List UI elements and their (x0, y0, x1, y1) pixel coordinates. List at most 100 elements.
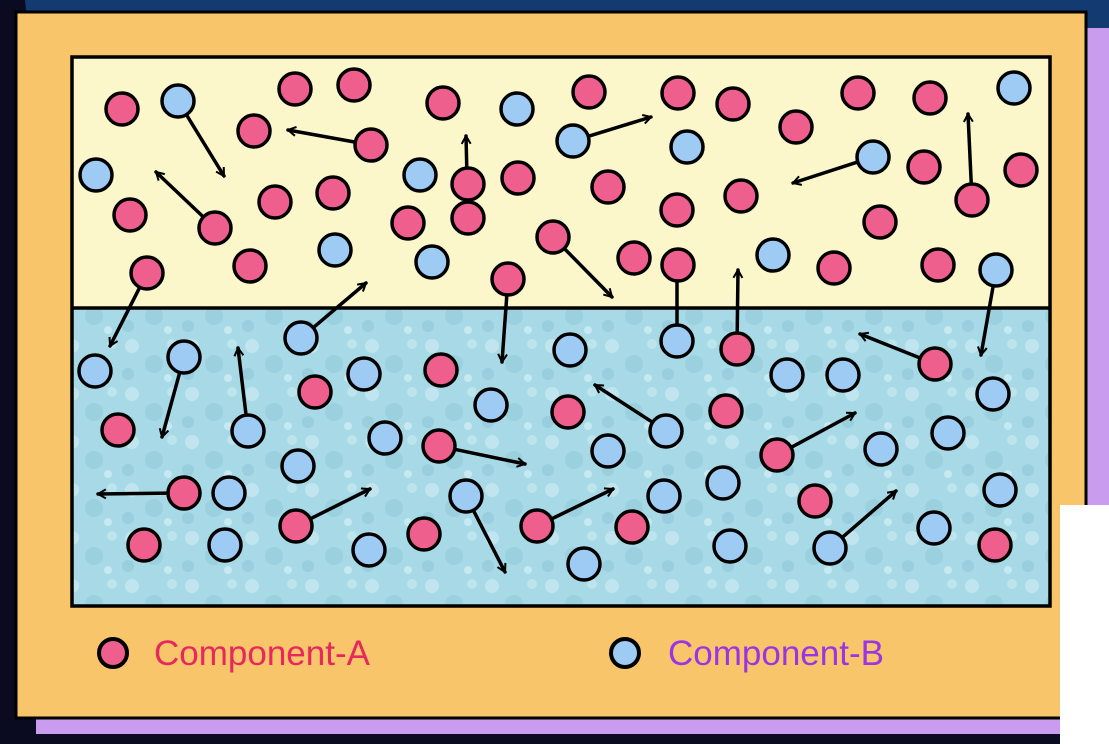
molecule-component-a (278, 508, 314, 544)
molecule-component-b (659, 323, 695, 359)
molecule-component-b (712, 528, 748, 564)
molecule-component-a (616, 240, 652, 276)
molecule-component-b (769, 357, 805, 393)
motion-arrow (96, 488, 170, 500)
molecule-component-a (232, 248, 268, 284)
molecule-component-a (1003, 152, 1039, 188)
molecule-component-a (906, 149, 942, 185)
motion-arrow (791, 160, 860, 186)
molecule-component-a (297, 374, 333, 410)
molecule-component-b (978, 252, 1014, 288)
motion-arrow (233, 346, 248, 417)
molecule-component-a (104, 91, 140, 127)
upper-phase-region (72, 57, 1050, 308)
molecule-component-a (660, 247, 696, 283)
molecule-component-a (719, 331, 755, 367)
motion-arrow (497, 293, 509, 364)
molecule-component-b (590, 433, 626, 469)
molecule-component-b (705, 465, 741, 501)
motion-arrow (108, 285, 142, 348)
molecule-component-a (257, 184, 293, 220)
molecule-component-a (129, 255, 165, 291)
molecule-component-b (982, 472, 1018, 508)
molecule-component-b (367, 420, 403, 456)
molecule-component-a (421, 428, 457, 464)
molecule-component-b (211, 475, 247, 511)
molecule-component-a (912, 80, 948, 116)
molecule-component-b (648, 413, 684, 449)
molecule-component-b (280, 448, 316, 484)
molecule-component-b (473, 387, 509, 423)
molecule-component-a (236, 113, 272, 149)
motion-arrow (789, 411, 857, 450)
molecule-component-a (708, 393, 744, 429)
molecule-component-a (406, 516, 442, 552)
molecule-component-b (230, 413, 266, 449)
molecule-component-a (797, 483, 833, 519)
molecule-component-b (996, 70, 1032, 106)
legend-marker-component-b (609, 637, 641, 669)
motion-arrow (962, 112, 974, 186)
molecule-component-a (112, 197, 148, 233)
motion-arrow (311, 281, 368, 330)
molecule-component-a (519, 508, 555, 544)
legend-label-component-b: Component-B (668, 634, 884, 673)
molecule-component-b (916, 510, 952, 546)
motion-arrow (452, 447, 527, 468)
molecule-component-b (351, 532, 387, 568)
molecule-component-a (197, 210, 233, 246)
motion-arrow (858, 331, 922, 360)
motion-arrow (732, 268, 744, 335)
motion-arrow (286, 126, 358, 144)
molecule-component-a (423, 352, 459, 388)
molecule-component-b (207, 527, 243, 563)
molecule-component-b (555, 123, 591, 159)
molecule-component-b (414, 244, 450, 280)
molecule-component-b (448, 478, 484, 514)
molecule-component-a (490, 261, 526, 297)
molecule-component-b (825, 357, 861, 393)
molecule-component-b (812, 530, 848, 566)
motion-arrow (158, 370, 182, 439)
molecule-component-a (571, 74, 607, 110)
molecule-component-a (759, 437, 795, 473)
motion-arrow (154, 170, 206, 219)
molecule-component-a (500, 160, 536, 196)
molecule-component-a (450, 166, 486, 202)
molecule-component-b (166, 339, 202, 375)
molecule-component-b (402, 157, 438, 193)
molecule-component-a (390, 205, 426, 241)
legend-label-component-a: Component-A (154, 634, 371, 673)
molecule-component-a (126, 527, 162, 563)
motion-arrow (562, 246, 614, 299)
molecule-component-a (336, 67, 372, 103)
molecule-component-a (840, 75, 876, 111)
molecule-component-a (166, 475, 202, 511)
molecule-component-b (77, 353, 113, 389)
molecule-component-b (566, 546, 602, 582)
molecules-layer (77, 67, 1039, 582)
molecule-component-b (930, 415, 966, 451)
molecule-component-a (550, 394, 586, 430)
molecule-component-a (917, 346, 953, 382)
molecule-component-a (778, 109, 814, 145)
molecule-component-a (659, 192, 695, 228)
molecule-component-a (715, 86, 751, 122)
arrows-layer (96, 112, 995, 574)
molecule-component-b (160, 83, 196, 119)
motion-arrow (184, 112, 226, 178)
molecule-component-b (552, 332, 588, 368)
corner-notch (1060, 505, 1109, 744)
legend-marker-component-a (97, 637, 129, 669)
molecule-component-b (646, 478, 682, 514)
molecule-component-a (425, 85, 461, 121)
molecule-component-a (954, 182, 990, 218)
molecule-component-a (862, 204, 898, 240)
molecule-component-a (353, 127, 389, 163)
molecule-component-a (535, 219, 571, 255)
molecule-component-b (863, 431, 899, 467)
molecule-component-b (283, 320, 319, 356)
molecule-component-b (78, 157, 114, 193)
